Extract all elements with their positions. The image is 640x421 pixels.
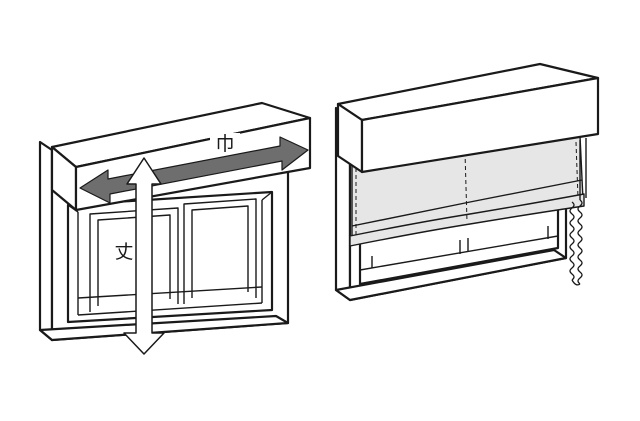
- width-label: 巾: [215, 133, 234, 155]
- left-window-illustration: 巾 丈: [38, 101, 312, 355]
- height-arrow: [123, 157, 165, 355]
- height-label: 丈: [114, 241, 133, 263]
- right-window-illustration: [334, 62, 600, 302]
- right-head-box: [336, 62, 600, 174]
- pull-cord: [569, 138, 587, 286]
